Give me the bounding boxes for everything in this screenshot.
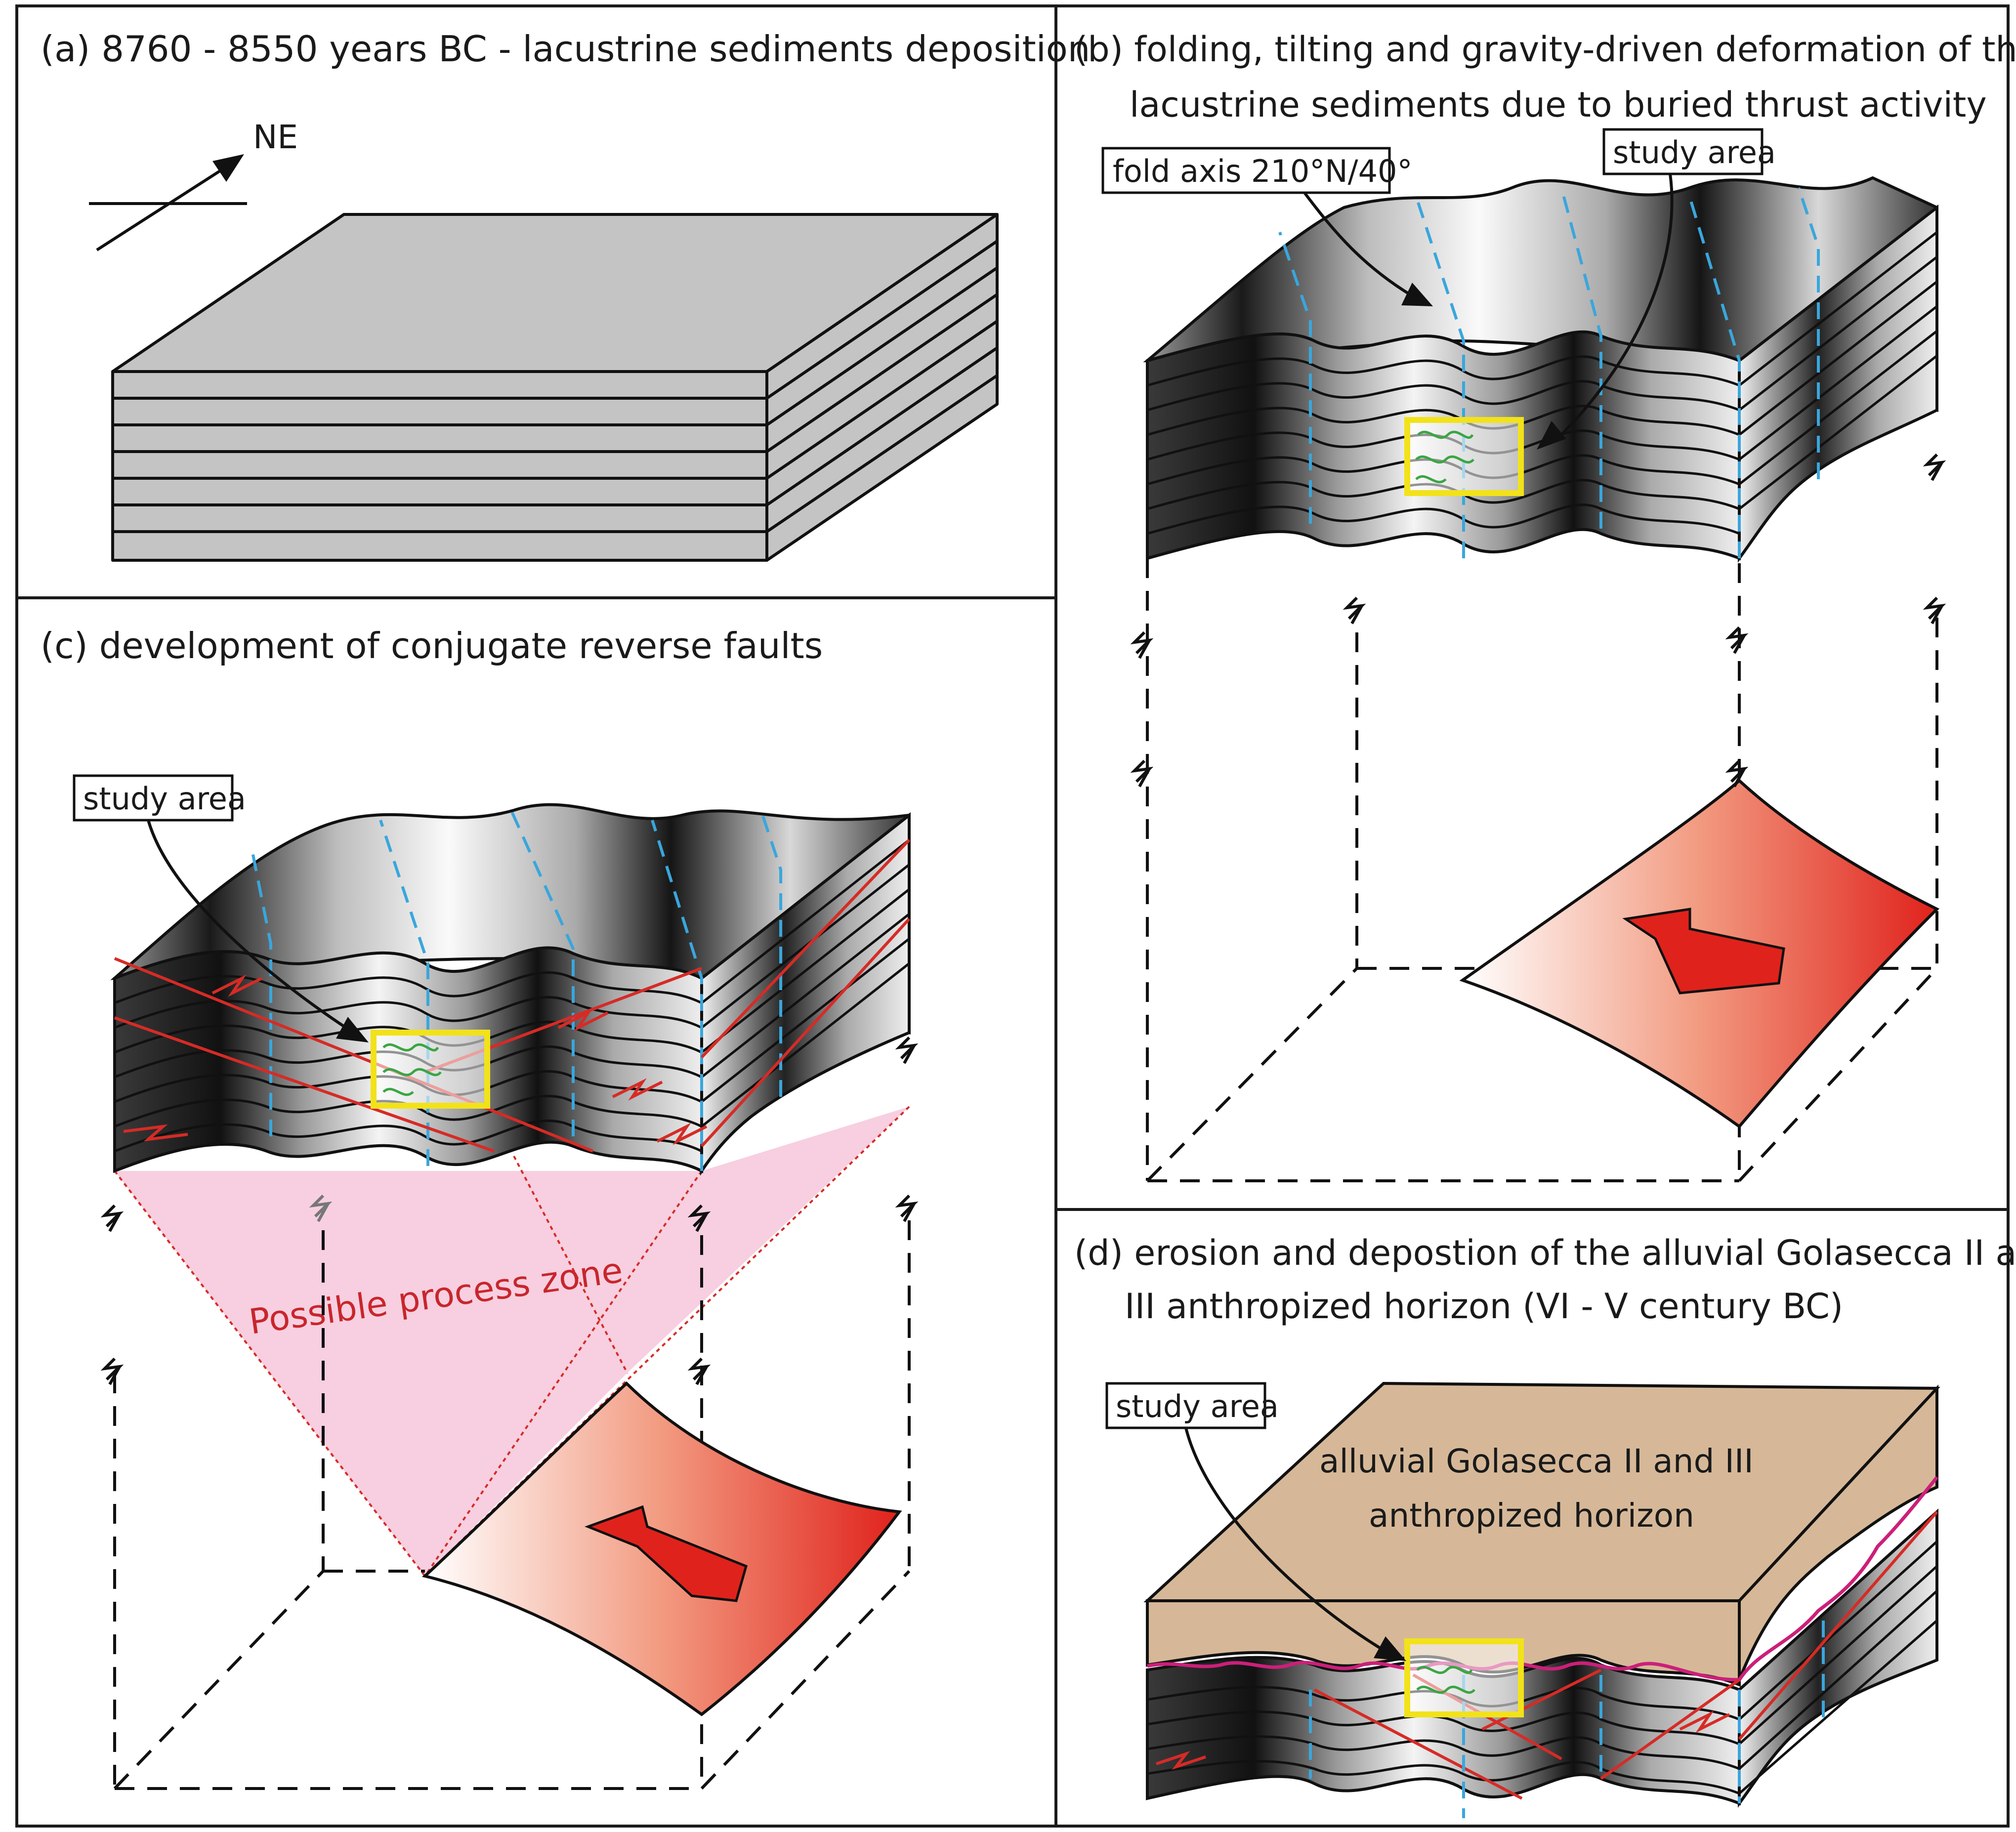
folded-block-b bbox=[1143, 176, 1938, 563]
study-area-callout-c: study area bbox=[73, 774, 369, 1042]
panel-frames bbox=[15, 4, 2010, 1828]
study-area-callout-d: study area bbox=[1105, 1382, 1406, 1661]
break-symbols-c bbox=[100, 1036, 919, 1385]
fold-axis-label: fold axis 210°N/40° bbox=[1113, 153, 1412, 189]
study-area-label-c: study area bbox=[83, 781, 246, 817]
break-symbols-b bbox=[1130, 453, 1946, 788]
panel-b-caption-line2: lacustrine sediments due to buried thrus… bbox=[1130, 84, 1987, 125]
panel-b-caption-line1: (b) folding, tilting and gravity-driven … bbox=[1074, 29, 2016, 70]
thrust-fault-plane-b bbox=[1459, 778, 1940, 1129]
fold-axes-b bbox=[1278, 187, 1820, 558]
thrust-fault-plane-c bbox=[421, 1381, 902, 1716]
folded-block-c bbox=[110, 803, 911, 1176]
erosion-surface-d bbox=[1147, 1476, 1938, 1682]
north-label: NE bbox=[253, 118, 298, 156]
study-area-callout-b: study area bbox=[1537, 128, 1776, 450]
flat-sediment-block bbox=[111, 213, 999, 562]
alluvial-block-d bbox=[1143, 1381, 1940, 1808]
study-area-box-d bbox=[1404, 1638, 1524, 1717]
panel-a-caption: (a) 8760 - 8550 years BC - lacustrine se… bbox=[41, 28, 1090, 70]
fold-axes-d bbox=[1309, 1621, 1825, 1818]
fold-axis-callout: fold axis 210°N/40° bbox=[1101, 147, 1433, 306]
alluvial-horizon-label: alluvial Golasecca II and III anthropize… bbox=[1319, 1442, 1754, 1535]
study-area-box-b bbox=[1404, 417, 1524, 496]
panel-b: (b) folding, tilting and gravity-driven … bbox=[1074, 29, 2016, 1182]
study-area-label-d: study area bbox=[1116, 1388, 1279, 1424]
north-arrow-icon bbox=[89, 154, 247, 251]
study-area-box-c bbox=[371, 1030, 490, 1109]
panel-d: (d) erosion and depostion of the alluvia… bbox=[1074, 1233, 2016, 1818]
panel-c: (c) development of conjugate reverse fau… bbox=[41, 625, 919, 1790]
panel-d-caption-line2: III anthropized horizon (VI - V century … bbox=[1125, 1286, 1843, 1327]
panel-d-caption-line1: (d) erosion and depostion of the alluvia… bbox=[1074, 1233, 2016, 1273]
process-zone-lower bbox=[115, 1107, 909, 1576]
horizon-label-line2: anthropized horizon bbox=[1369, 1497, 1694, 1535]
study-area-label-b: study area bbox=[1613, 134, 1776, 170]
panel-a: (a) 8760 - 8550 years BC - lacustrine se… bbox=[41, 28, 1090, 562]
panel-c-caption: (c) development of conjugate reverse fau… bbox=[41, 625, 823, 666]
horizon-label-line1: alluvial Golasecca II and III bbox=[1319, 1442, 1754, 1480]
